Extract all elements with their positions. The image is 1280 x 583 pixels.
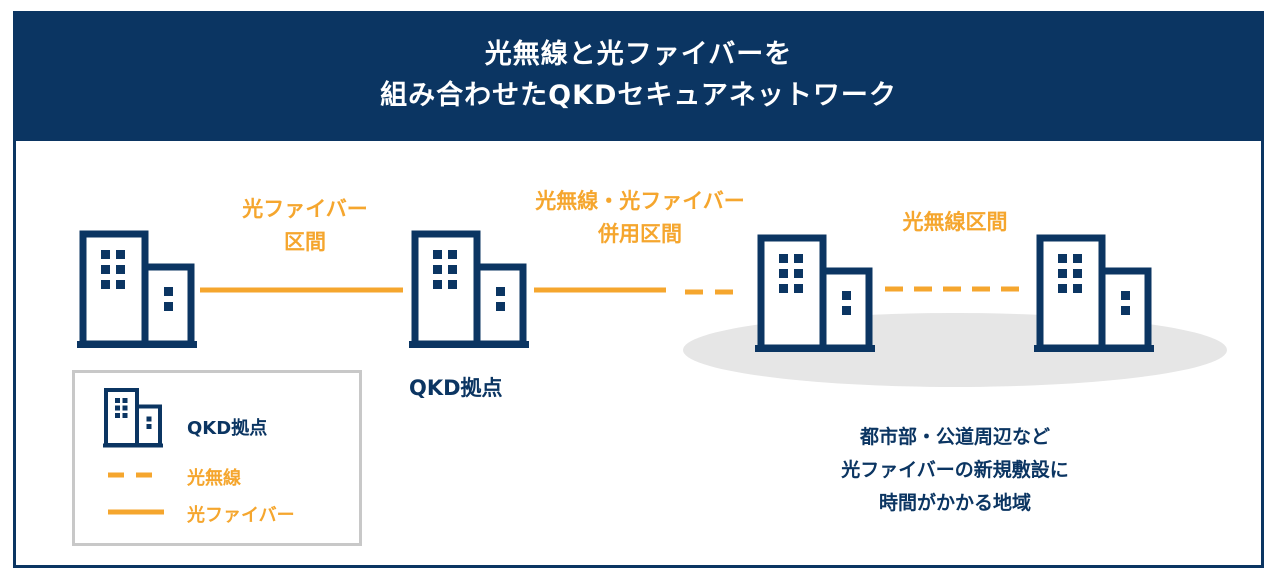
title-banner: 光無線と光ファイバーを 組み合わせたQKDセキュアネットワーク (13, 11, 1264, 141)
legend-swatches (103, 388, 164, 515)
building-icon (409, 234, 529, 348)
region-note-line2: 光ファイバーの新規敷設に (841, 459, 1069, 481)
legend: QKD拠点 光無線 光ファイバー (72, 370, 362, 546)
mixed-segment-label-line2: 併用区間 (598, 222, 682, 246)
building-icon (77, 234, 197, 348)
mixed-segment-label: 光無線・光ファイバー 併用区間 (495, 185, 785, 251)
qkd-node-label: QKD拠点 (409, 376, 503, 400)
region-note-line3: 時間がかかる地域 (878, 492, 1031, 514)
fiber-segment-label-line2: 区間 (284, 230, 326, 254)
legend-wireless-label: 光無線 (187, 468, 241, 489)
wireless-segment-label: 光無線区間 (870, 206, 1040, 239)
building-icon (755, 238, 875, 352)
wireless-segment-label-text: 光無線区間 (902, 210, 1008, 234)
building-icon (1034, 238, 1154, 352)
fiber-segment-label: 光ファイバー 区間 (205, 193, 405, 259)
title-line-2: 組み合わせたQKDセキュアネットワーク (380, 80, 897, 111)
legend-fiber-label: 光ファイバー (187, 505, 295, 526)
region-note-line1: 都市部・公道周辺など (859, 426, 1050, 448)
fiber-segment-label-line1: 光ファイバー (242, 197, 368, 221)
legend-node-label: QKD拠点 (187, 418, 268, 439)
title-line-1: 光無線と光ファイバーを (484, 39, 793, 70)
region-note: 都市部・公道周辺など 光ファイバーの新規敷設に 時間がかかる地域 (800, 421, 1110, 520)
mixed-segment-label-line1: 光無線・光ファイバー (535, 189, 745, 213)
building-icon (103, 388, 163, 448)
